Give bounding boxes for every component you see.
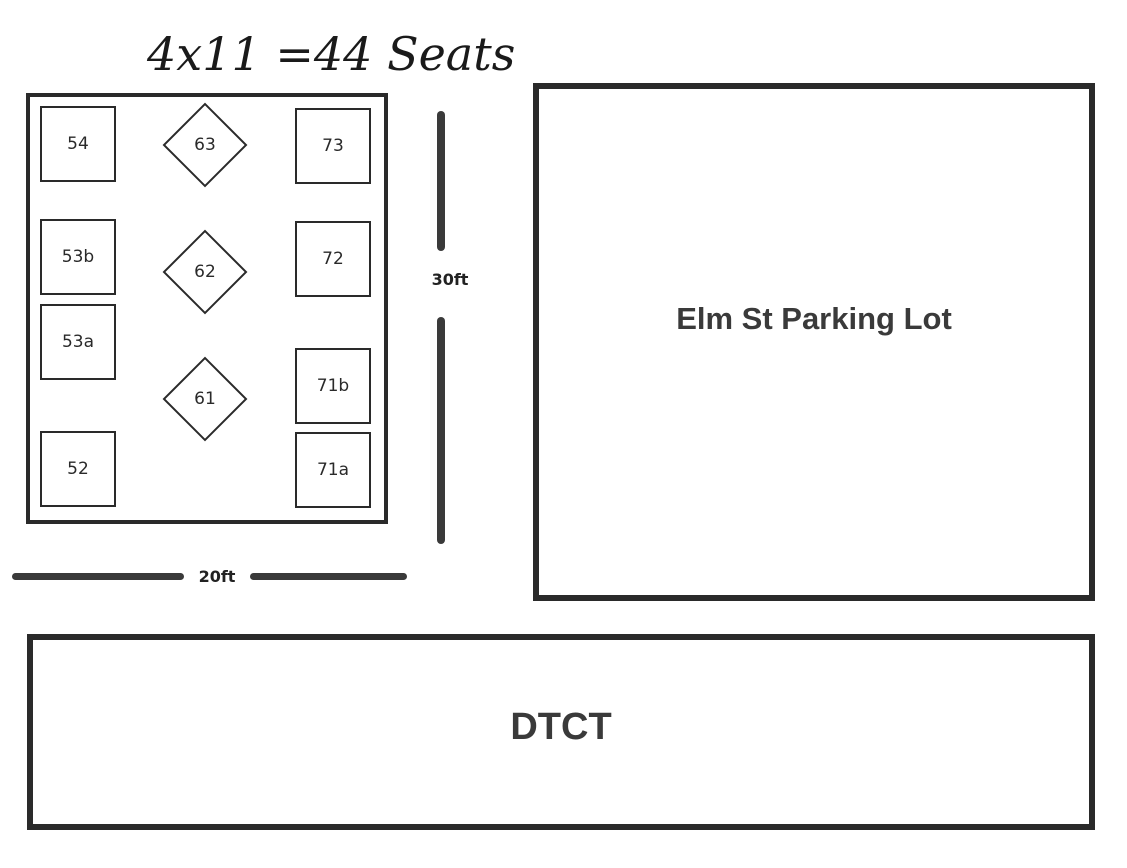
horizontal-dimension-label: 20ft xyxy=(198,567,236,586)
seat-71a: 71a xyxy=(295,432,371,508)
seat-53b: 53b xyxy=(40,219,116,295)
handwritten-seat-count-note: 4x11 =44 Seats xyxy=(145,18,545,88)
dtct-area: DTCT xyxy=(27,634,1095,830)
seat-72: 72 xyxy=(295,221,371,297)
seat-71b: 71b xyxy=(295,348,371,424)
horizontal-dimension-bar-left xyxy=(12,573,184,580)
seat-53a: 53a xyxy=(40,304,116,380)
vertical-dimension-label: 30ft xyxy=(431,270,469,289)
seat-61-label: 61 xyxy=(194,389,216,409)
seat-52: 52 xyxy=(40,431,116,507)
seat-54: 54 xyxy=(40,106,116,182)
parking-lot-area: Elm St Parking Lot xyxy=(533,83,1095,601)
seat-62-diamond: 62 xyxy=(175,242,235,302)
seat-61-diamond: 61 xyxy=(175,369,235,429)
seat-73: 73 xyxy=(295,108,371,184)
seating-area xyxy=(26,93,388,524)
vertical-dimension-bar-bottom xyxy=(437,317,445,544)
parking-lot-label: Elm St Parking Lot xyxy=(676,301,952,336)
vertical-dimension-bar-top xyxy=(437,111,445,251)
horizontal-dimension-bar-right xyxy=(250,573,407,580)
seat-62-label: 62 xyxy=(194,262,216,282)
dtct-label: DTCT xyxy=(510,706,612,748)
seat-count-text: 4x11 =44 Seats xyxy=(146,27,515,81)
seat-63-diamond: 63 xyxy=(175,115,235,175)
seat-63-label: 63 xyxy=(194,135,216,155)
